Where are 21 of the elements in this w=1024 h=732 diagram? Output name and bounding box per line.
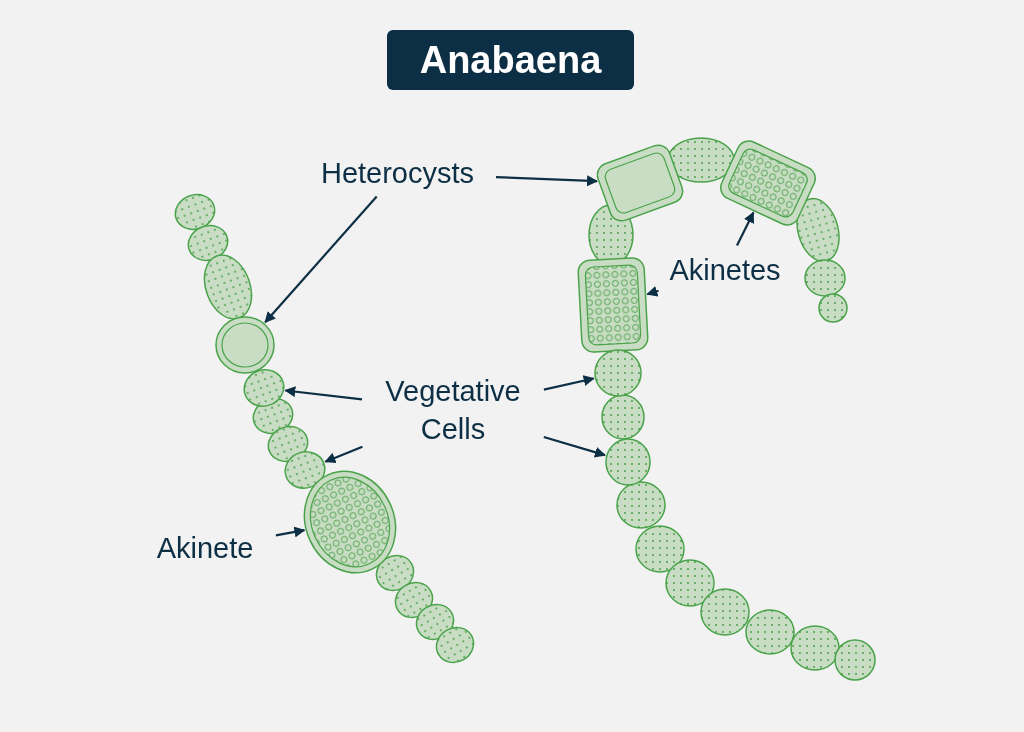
label-text: Vegetative Cells (384, 374, 522, 447)
cell-circle (605, 438, 651, 486)
leader-line (495, 175, 598, 187)
leader-line (543, 435, 606, 458)
title: Anabaena (387, 30, 634, 90)
leader-line (284, 386, 363, 401)
label-text: Akinetes (668, 253, 782, 288)
akinete-drawing (576, 256, 650, 354)
leader-line (264, 195, 378, 323)
label-text: Akinete (155, 531, 255, 566)
leader-line (646, 286, 659, 297)
cell-circle (243, 369, 285, 407)
cell-circle (284, 451, 326, 489)
label-text: Heterocysts (319, 156, 476, 191)
leader-line (275, 526, 306, 538)
heterocyst-drawing (215, 316, 275, 374)
cell-circle (594, 349, 642, 397)
akinete-drawing (303, 470, 397, 574)
leader-line (324, 445, 363, 464)
leader-line (543, 375, 595, 391)
leader-line (736, 211, 755, 247)
